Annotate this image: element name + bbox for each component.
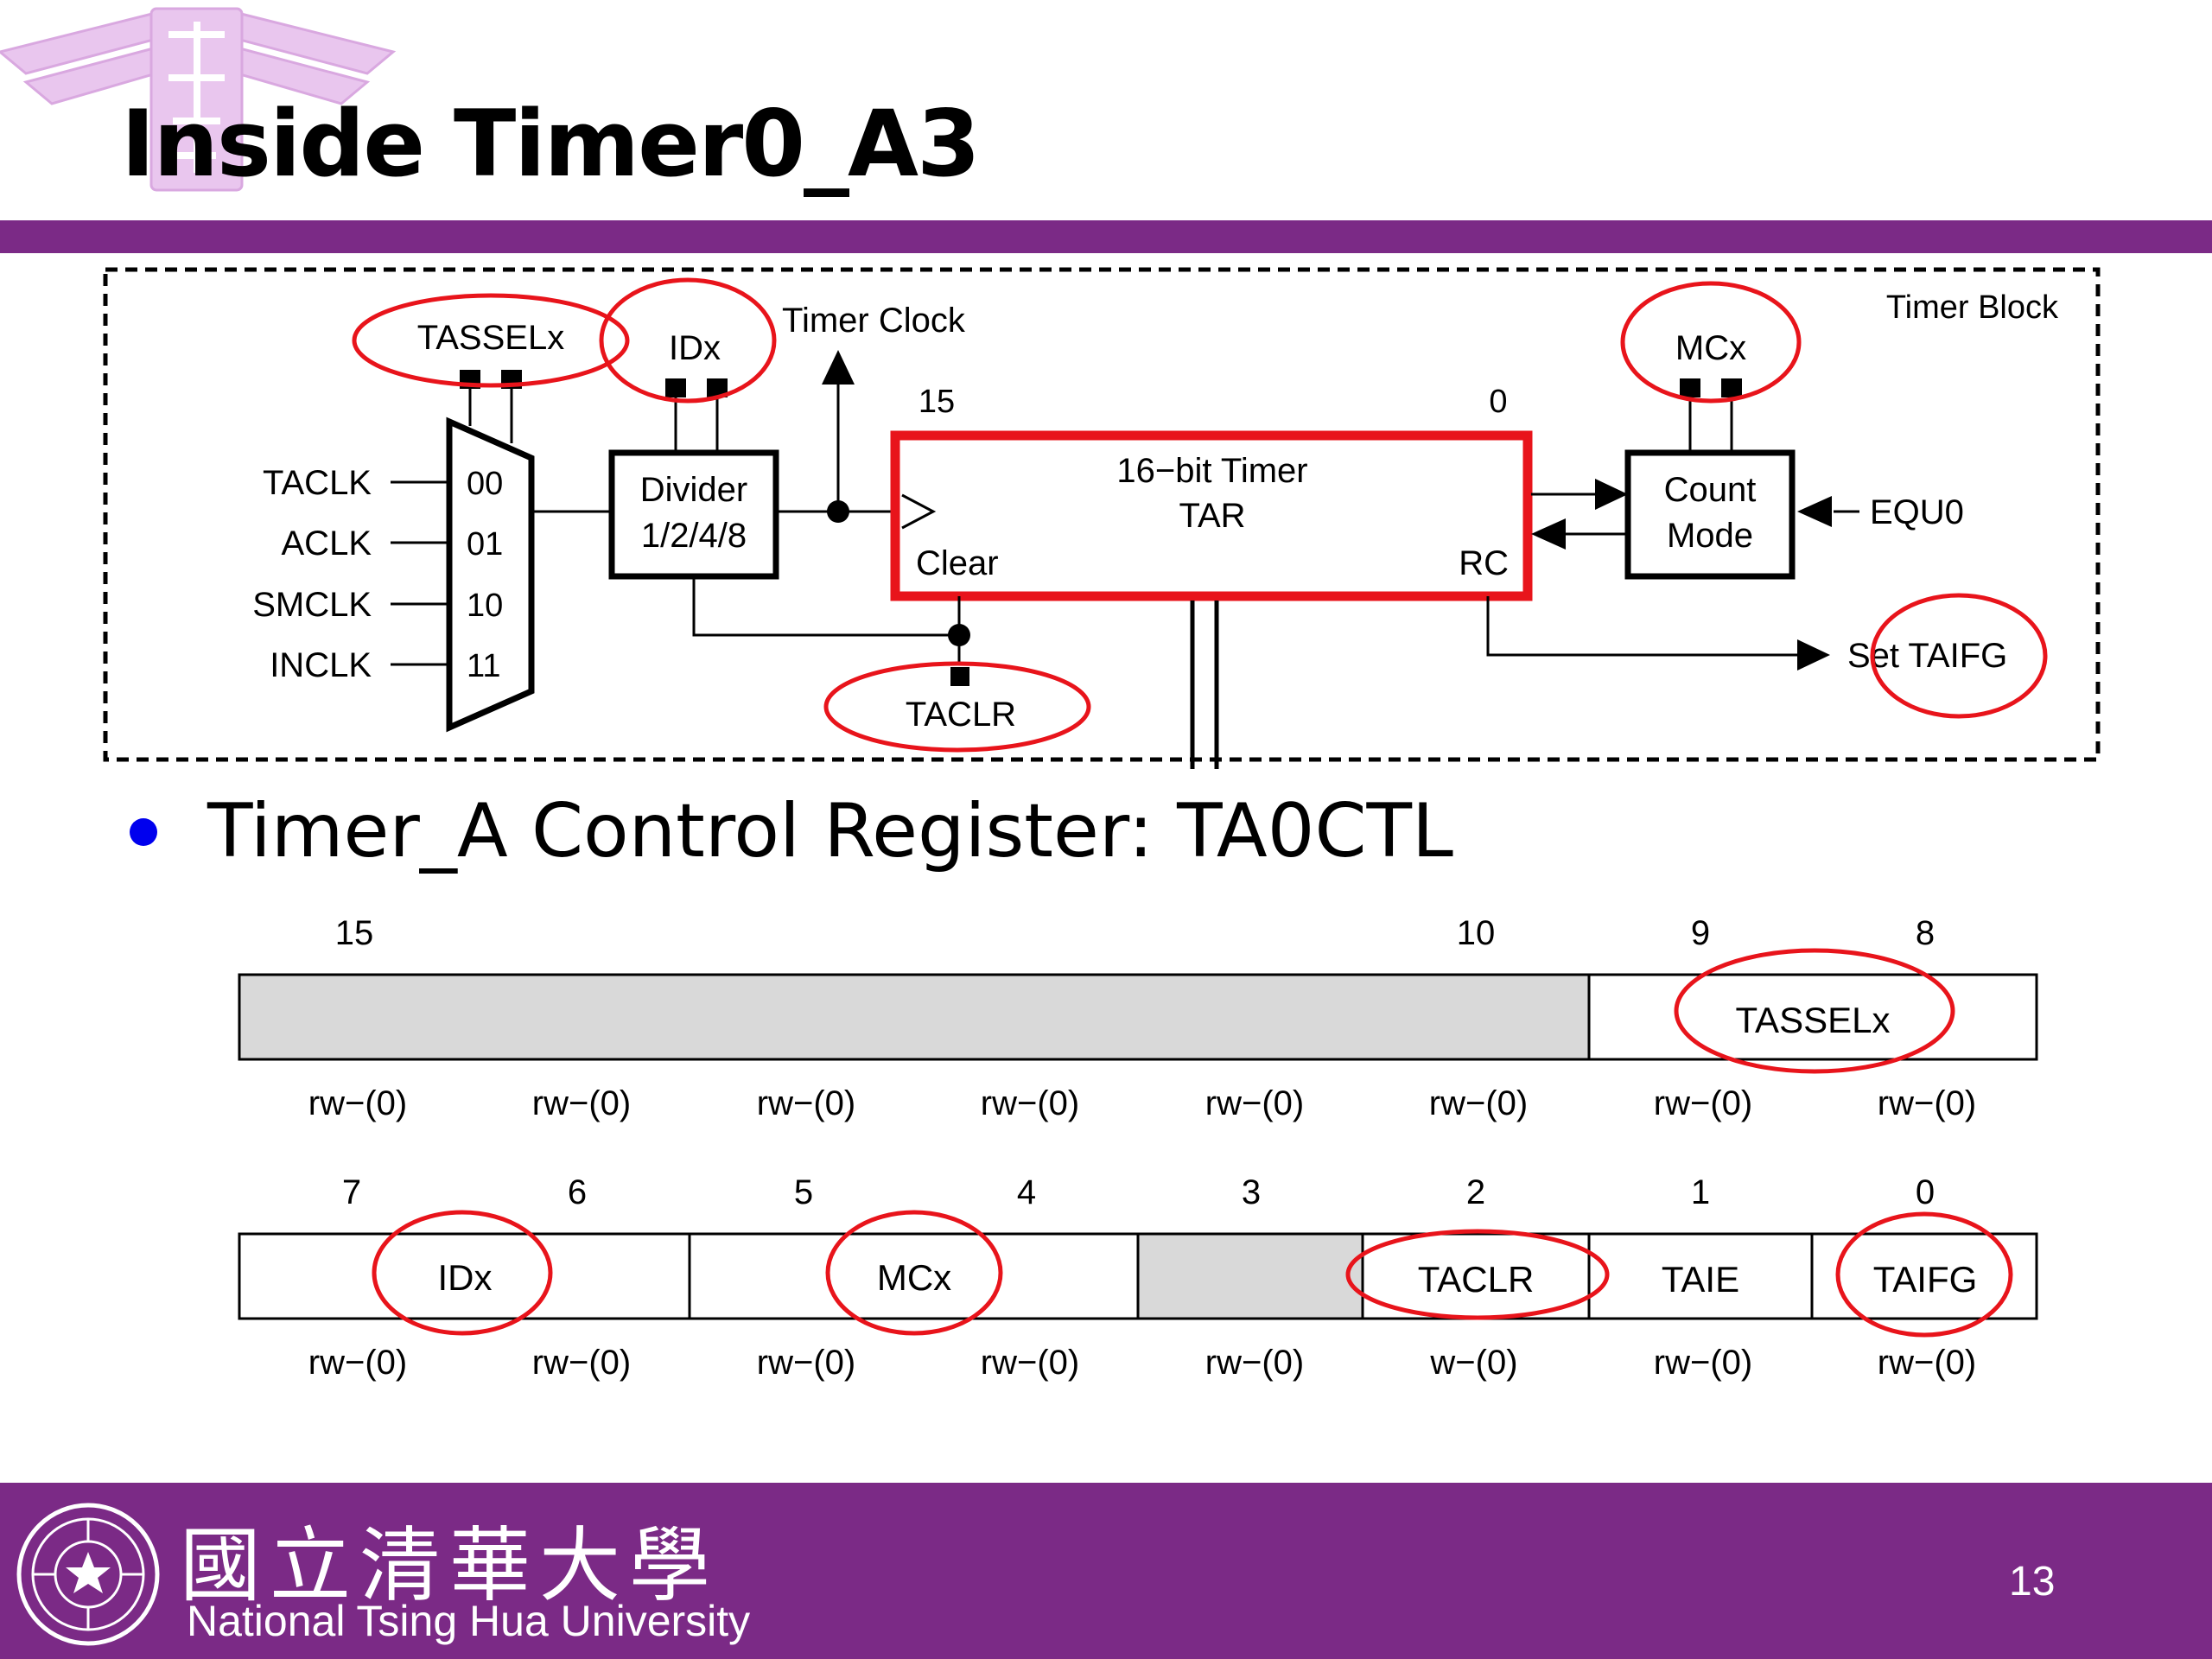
reg2-mcx-field [688, 1232, 1140, 1320]
reg1-tasselx-highlight [1674, 948, 1955, 1074]
taclr-label: TACLR [906, 696, 1016, 734]
reg1-access: rw−(0) [757, 1084, 855, 1122]
equ0-label: EQU0 [1870, 493, 1964, 531]
timer-title: 16−bit Timer [1116, 452, 1307, 490]
reg1-access: rw−(0) [1654, 1084, 1752, 1122]
reg1-tasselx-field [1587, 973, 2038, 1061]
reg2-taclr-field [1361, 1232, 1591, 1320]
count-mode-line2: Mode [1667, 517, 1753, 555]
slide-title: Inside Timer0_A3 [121, 91, 981, 197]
clock-source-mux [446, 416, 535, 733]
idx-label: IDx [669, 329, 721, 367]
divider-box [608, 449, 779, 580]
divider-label: Divider [640, 471, 747, 509]
reg1-bit-15: 15 [335, 914, 374, 952]
idx-highlight [599, 277, 777, 404]
reg2-access: rw−(0) [981, 1344, 1079, 1382]
reg2-bit-3: 3 [1242, 1173, 1261, 1211]
page-number: 13 [2009, 1559, 2056, 1605]
reg2-taclr-highlight [1345, 1229, 1610, 1320]
reg2-bit-5: 5 [794, 1173, 813, 1211]
reg2-access: w−(0) [1429, 1344, 1517, 1382]
mcx-highlight [1620, 281, 1802, 404]
footer-bar [0, 1483, 2212, 1659]
reg1-access: rw−(0) [1205, 1084, 1304, 1122]
timer-clock-label: Timer Clock [782, 302, 966, 340]
timer-bit-0: 0 [1489, 384, 1507, 420]
reg1-access: rw−(0) [1429, 1084, 1528, 1122]
reg2-bit-0: 0 [1916, 1173, 1935, 1211]
reg2-idx-text: IDx [438, 1257, 493, 1298]
divider-ratio: 1/2/4/8 [641, 517, 747, 555]
timer-rc: RC [1459, 544, 1509, 582]
timer-tar: TAR [1179, 497, 1245, 535]
timer-clear: Clear [916, 544, 999, 582]
reg2-taie-field [1587, 1232, 1814, 1320]
reg2-bit-6: 6 [568, 1173, 587, 1211]
reg2-bit-7: 7 [342, 1173, 361, 1211]
reg2-taclr-text: TACLR [1418, 1259, 1535, 1300]
timer-block-label: Timer Block [1886, 289, 2059, 326]
reg2-bit-1: 1 [1691, 1173, 1710, 1211]
reg2-mcx-text: MCx [877, 1257, 951, 1298]
reg1-tasselx-text: TASSELx [1736, 1000, 1891, 1040]
taclr-highlight [823, 661, 1091, 753]
university-name-english: National Tsing Hua University [187, 1597, 751, 1645]
reg2-access: rw−(0) [1205, 1344, 1304, 1382]
reg1-bit-9: 9 [1691, 914, 1710, 952]
reg2-reserved-field [1136, 1232, 1364, 1320]
mcx-label: MCx [1675, 329, 1746, 367]
title-divider-bar [0, 220, 2212, 253]
reg1-access: rw−(0) [308, 1084, 407, 1122]
set-taifg-highlight [1870, 593, 2048, 719]
reg1-access: rw−(0) [532, 1084, 631, 1122]
reg1-reserved-field [238, 973, 1591, 1061]
timer-bit-15: 15 [918, 384, 955, 420]
reg2-bit-2: 2 [1466, 1173, 1485, 1211]
university-seal-icon [16, 1503, 160, 1646]
count-mode-select-bits [1680, 378, 1742, 397]
timer-register-tar [890, 430, 1533, 601]
reg1-access: rw−(0) [981, 1084, 1079, 1122]
university-name-chinese: 國立清華大學 [180, 1519, 720, 1613]
mux-code-01: 01 [467, 526, 503, 563]
count-mode-line1: Count [1664, 471, 1757, 509]
timer-diagram: Timer Block TACLK ACLK SMCLK INCLK 00 01… [103, 267, 2101, 1382]
mux-code-10: 10 [467, 588, 503, 624]
reg2-access: rw−(0) [532, 1344, 631, 1382]
reg2-access: rw−(0) [1654, 1344, 1752, 1382]
input-taclk: TACLK [263, 464, 372, 502]
reg2-taifg-highlight [1835, 1211, 2013, 1338]
reg2-taifg-text: TAIFG [1873, 1259, 1978, 1300]
input-aclk: ACLK [282, 524, 372, 563]
reg2-mcx-highlight [825, 1210, 1003, 1336]
count-mode-box [1624, 449, 1796, 580]
input-inclk: INCLK [270, 646, 372, 684]
tasselx-label: TASSELx [417, 319, 564, 357]
input-smclk: SMCLK [252, 586, 372, 624]
reg2-access: rw−(0) [1878, 1344, 1976, 1382]
bullet-dot [130, 818, 157, 846]
divider-select-bits [665, 378, 728, 397]
university-logo [0, 7, 397, 192]
timer-block-frame [103, 267, 2101, 762]
reg2-bit-4: 4 [1017, 1173, 1036, 1211]
tasselx-highlight [352, 293, 630, 388]
reg1-bit-10: 10 [1457, 914, 1496, 952]
reg1-bit-8: 8 [1916, 914, 1935, 952]
reg2-access: rw−(0) [308, 1344, 407, 1382]
bullet-text: Timer_A Control Register: TA0CTL [207, 788, 1453, 874]
mux-code-00: 00 [467, 466, 503, 502]
reg2-taie-text: TAIE [1662, 1259, 1739, 1300]
reg2-access: rw−(0) [757, 1344, 855, 1382]
mux-code-11: 11 [467, 648, 500, 684]
reg2-idx-highlight [372, 1210, 553, 1336]
reg1-access: rw−(0) [1878, 1084, 1976, 1122]
